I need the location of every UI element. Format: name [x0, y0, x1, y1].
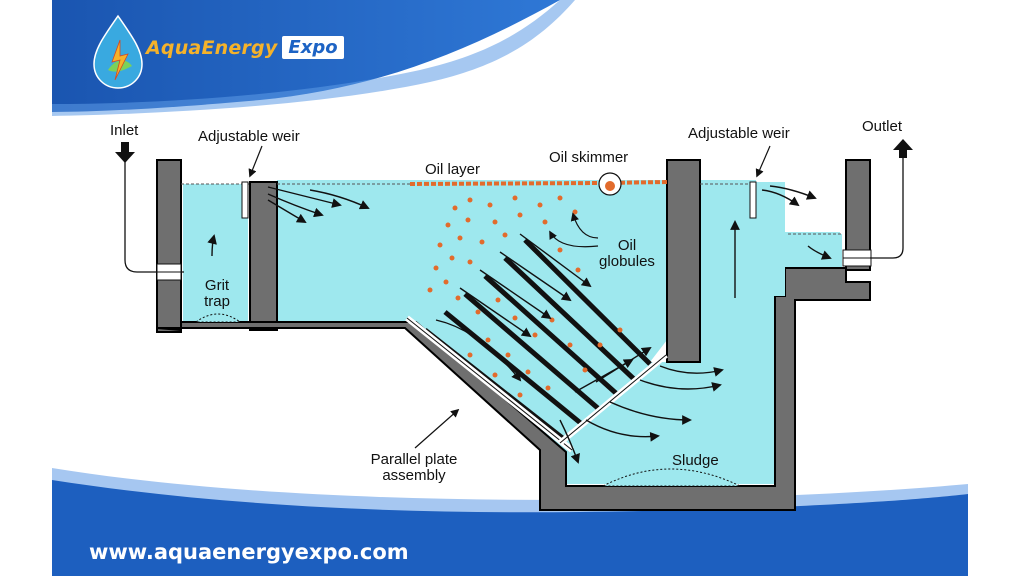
label-oil-layer: Oil layer — [425, 161, 481, 178]
brand-name-part1: AquaEnergy — [146, 36, 278, 59]
label-grit-trap-2: trap — [204, 293, 230, 310]
label-oil-globules-1: Oil — [617, 237, 637, 254]
label-adjustable-weir-right: Adjustable weir — [688, 125, 790, 142]
tank-walls — [156, 159, 871, 511]
brand-name-part2: Expo — [282, 36, 344, 59]
label-oil-globules-2: globules — [599, 253, 655, 270]
weir-left — [241, 181, 249, 219]
water-surface — [181, 183, 842, 235]
oil-layer — [409, 180, 668, 186]
label-adjustable-weir-left: Adjustable weir — [198, 128, 300, 145]
pointer-arrows — [248, 145, 771, 449]
oil-skimmer — [598, 172, 622, 196]
label-inlet: Inlet — [110, 122, 139, 139]
label-outlet: Outlet — [862, 118, 903, 135]
website-url[interactable]: www.aquaenergyexpo.com — [89, 540, 409, 564]
oil-globules — [427, 195, 623, 398]
outlet-arrow-icon — [893, 139, 913, 158]
weir-right — [749, 181, 757, 219]
footer-band — [52, 468, 968, 576]
inlet-arrow-icon — [115, 142, 135, 163]
aquaenergy-logo-icon — [93, 14, 143, 89]
inlet-pipe — [124, 162, 184, 281]
label-grit-trap-1: Grit — [204, 277, 230, 294]
flow-arrows — [207, 185, 832, 464]
label-parallel-plate-2: assembly — [382, 467, 446, 484]
sludge-mound — [602, 468, 741, 487]
outlet-pipe — [842, 152, 904, 267]
label-parallel-plate-1: Parallel plate — [370, 451, 458, 468]
grit-mound — [194, 313, 242, 323]
brand-logo: AquaEnergy Expo — [146, 36, 344, 59]
plate-frame — [405, 315, 668, 453]
label-oil-skimmer: Oil skimmer — [549, 149, 629, 166]
label-sludge: Sludge — [672, 452, 719, 469]
